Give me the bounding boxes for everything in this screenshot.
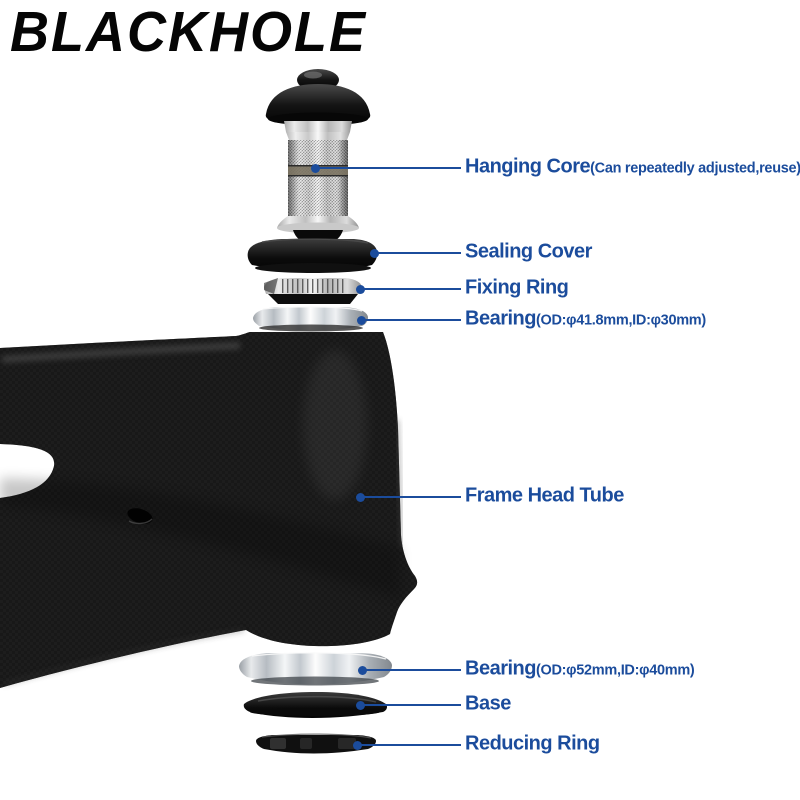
- knurl-shading: [288, 140, 348, 216]
- bearing-top-rim-light: [262, 306, 363, 312]
- callout-line: [315, 167, 461, 169]
- reducing-ring-glint-3: [338, 738, 356, 749]
- bearing-bottom-part: [239, 652, 392, 686]
- bearing-bottom-shadow: [251, 676, 379, 686]
- cable-port-hole: [127, 508, 153, 524]
- callout-line: [360, 704, 461, 706]
- callout-line: [374, 252, 461, 254]
- callout-label: Frame Head Tube: [465, 484, 624, 507]
- brand-logo: BLACKHOLE: [10, 1, 367, 64]
- cone: [286, 132, 350, 140]
- reducing-ring-glint-1: [270, 738, 286, 749]
- base-highlight: [257, 695, 377, 703]
- callout-label: Base: [465, 692, 511, 715]
- groove-edge-bottom: [288, 175, 348, 177]
- reducing-ring-glint-2: [300, 738, 312, 749]
- frame-head-tube-part: [0, 332, 418, 688]
- knob-highlight: [304, 71, 322, 79]
- collar: [284, 121, 352, 132]
- down-tube-rim-light: [3, 629, 245, 685]
- head-tube-sheen: [303, 350, 367, 500]
- base-part: [243, 692, 387, 718]
- sealing-cover-body: [247, 239, 378, 271]
- callout-line: [360, 288, 461, 290]
- hanging-core-part: [265, 69, 371, 246]
- fixing-ring-left-shadow: [264, 278, 278, 294]
- callout-label: Sealing Cover: [465, 240, 592, 263]
- callout-label: Hanging Core(Can repeatedly adjusted,reu…: [465, 155, 800, 178]
- callout-line: [361, 319, 461, 321]
- callout-line: [360, 496, 461, 498]
- base-flange: [250, 708, 380, 716]
- cable-port-edge: [128, 518, 153, 525]
- callout-line: [357, 744, 461, 746]
- callout-line: [362, 669, 461, 671]
- bearing-top-part: [253, 306, 368, 332]
- callout-label: Bearing(OD:φ41.8mm,ID:φ30mm): [465, 307, 706, 330]
- callout-label: Fixing Ring: [465, 276, 569, 299]
- fixing-ring-slits: [282, 279, 344, 293]
- reducing-ring-rim: [261, 733, 372, 739]
- reducing-ring-body: [256, 735, 376, 754]
- ridge-shadow: [0, 478, 400, 598]
- bearing-top-shadow: [259, 324, 363, 332]
- bearing-bottom-body: [239, 653, 392, 685]
- reducing-ring-part: [256, 733, 376, 754]
- sealing-cover-highlight: [261, 238, 369, 244]
- fixing-ring-base: [268, 294, 358, 304]
- bearing-top-body: [253, 307, 368, 331]
- right-rim-light: [395, 419, 404, 549]
- top-tube-sheen: [2, 342, 240, 363]
- sealing-cover-part: [247, 238, 378, 273]
- fixing-ring-part: [264, 278, 362, 304]
- callout-label: Reducing Ring: [465, 732, 600, 755]
- sealing-cover-rim: [255, 263, 371, 273]
- callout-label: Bearing(OD:φ52mm,ID:φ40mm): [465, 657, 695, 680]
- bearing-bottom-rim-light: [251, 652, 387, 660]
